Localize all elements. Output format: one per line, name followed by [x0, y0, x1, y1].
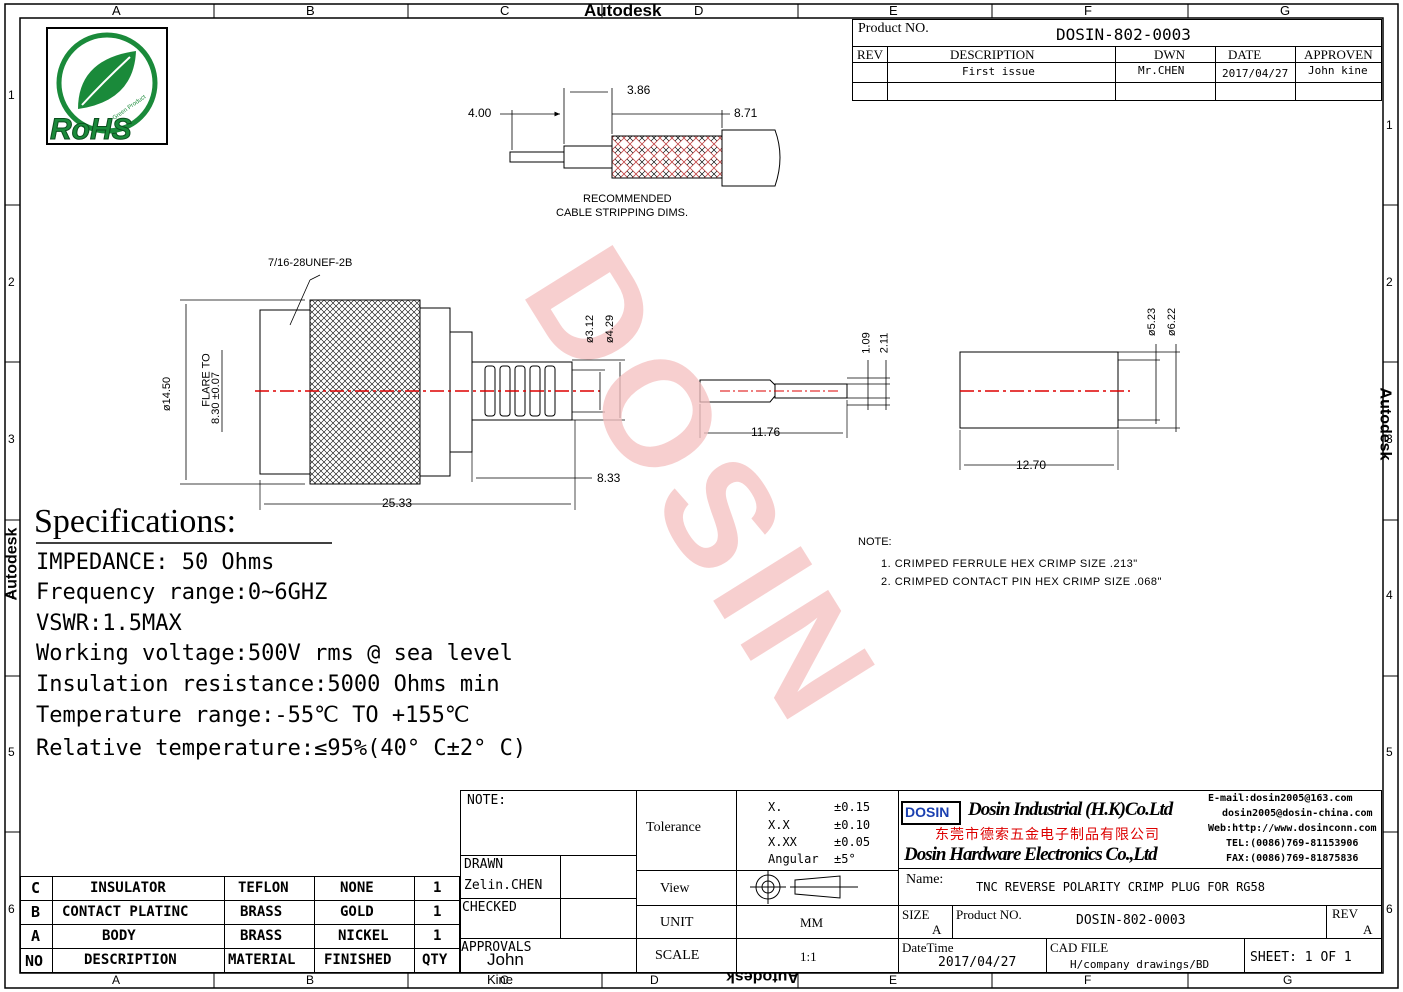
leaf-icon [56, 32, 158, 134]
product-no-label: Product NO. [858, 21, 929, 36]
rohs-logo: RoHS Green Product [46, 27, 168, 145]
spec-line: VSWR:1.5MAX [36, 611, 182, 636]
rohs-text: RoHS [50, 113, 133, 145]
revision-approven: John kine [1308, 64, 1368, 77]
drawn-by: Zelin.CHEN [464, 878, 543, 893]
part-name: TNC REVERSE POLARITY CRIMP PLUG FOR RG58 [976, 880, 1265, 894]
outer-frame [4, 3, 1399, 989]
footer-product-no: DOSIN-802-0003 [1076, 913, 1186, 928]
spec-line: IMPEDANCE: 50 Ohms [36, 550, 275, 575]
dosin-logo: DOSIN [901, 801, 961, 825]
sheet-number: SHEET: 1 OF 1 [1250, 950, 1352, 965]
spec-line: Frequency range:0~6GHZ [36, 580, 328, 605]
spec-title: Specifications: [34, 503, 237, 540]
ferrule-drawing [959, 344, 1180, 470]
projection-symbol [750, 870, 858, 904]
spec-line: Insulation resistance:5000 Ohms min [36, 672, 500, 697]
cable-strip-drawing [500, 88, 781, 187]
autodesk-label-left: Autodesk [3, 527, 21, 601]
revision-dwn: Mr.CHEN [1138, 64, 1185, 77]
spec-line: Temperature range:-55℃ TO +155℃ [36, 703, 470, 728]
revision-date: 2017/04/27 [1222, 67, 1289, 80]
inner-frame [19, 17, 1384, 974]
company-name-cn: 东莞市德索五金电子制品有限公司 [935, 828, 1160, 843]
spec-line: Working voltage:500V rms @ sea level [36, 641, 513, 666]
autodesk-label-top: Autodesk [584, 1, 662, 20]
company-name-en: Dosin Industrial (H.K)Co.Ltd [968, 799, 1173, 820]
product-no-value: DOSIN-802-0003 [1056, 25, 1191, 44]
spec-line: Relative temperature:≤95%(40° C±2° C) [36, 736, 527, 761]
pin-drawing [699, 360, 890, 438]
connector-drawing [180, 274, 625, 510]
revision-description: First issue [962, 65, 1035, 78]
company-name-en-2: Dosin Hardware Electronics Co.,Ltd [904, 844, 1158, 865]
autodesk-label-right: Autodesk [1376, 387, 1394, 461]
